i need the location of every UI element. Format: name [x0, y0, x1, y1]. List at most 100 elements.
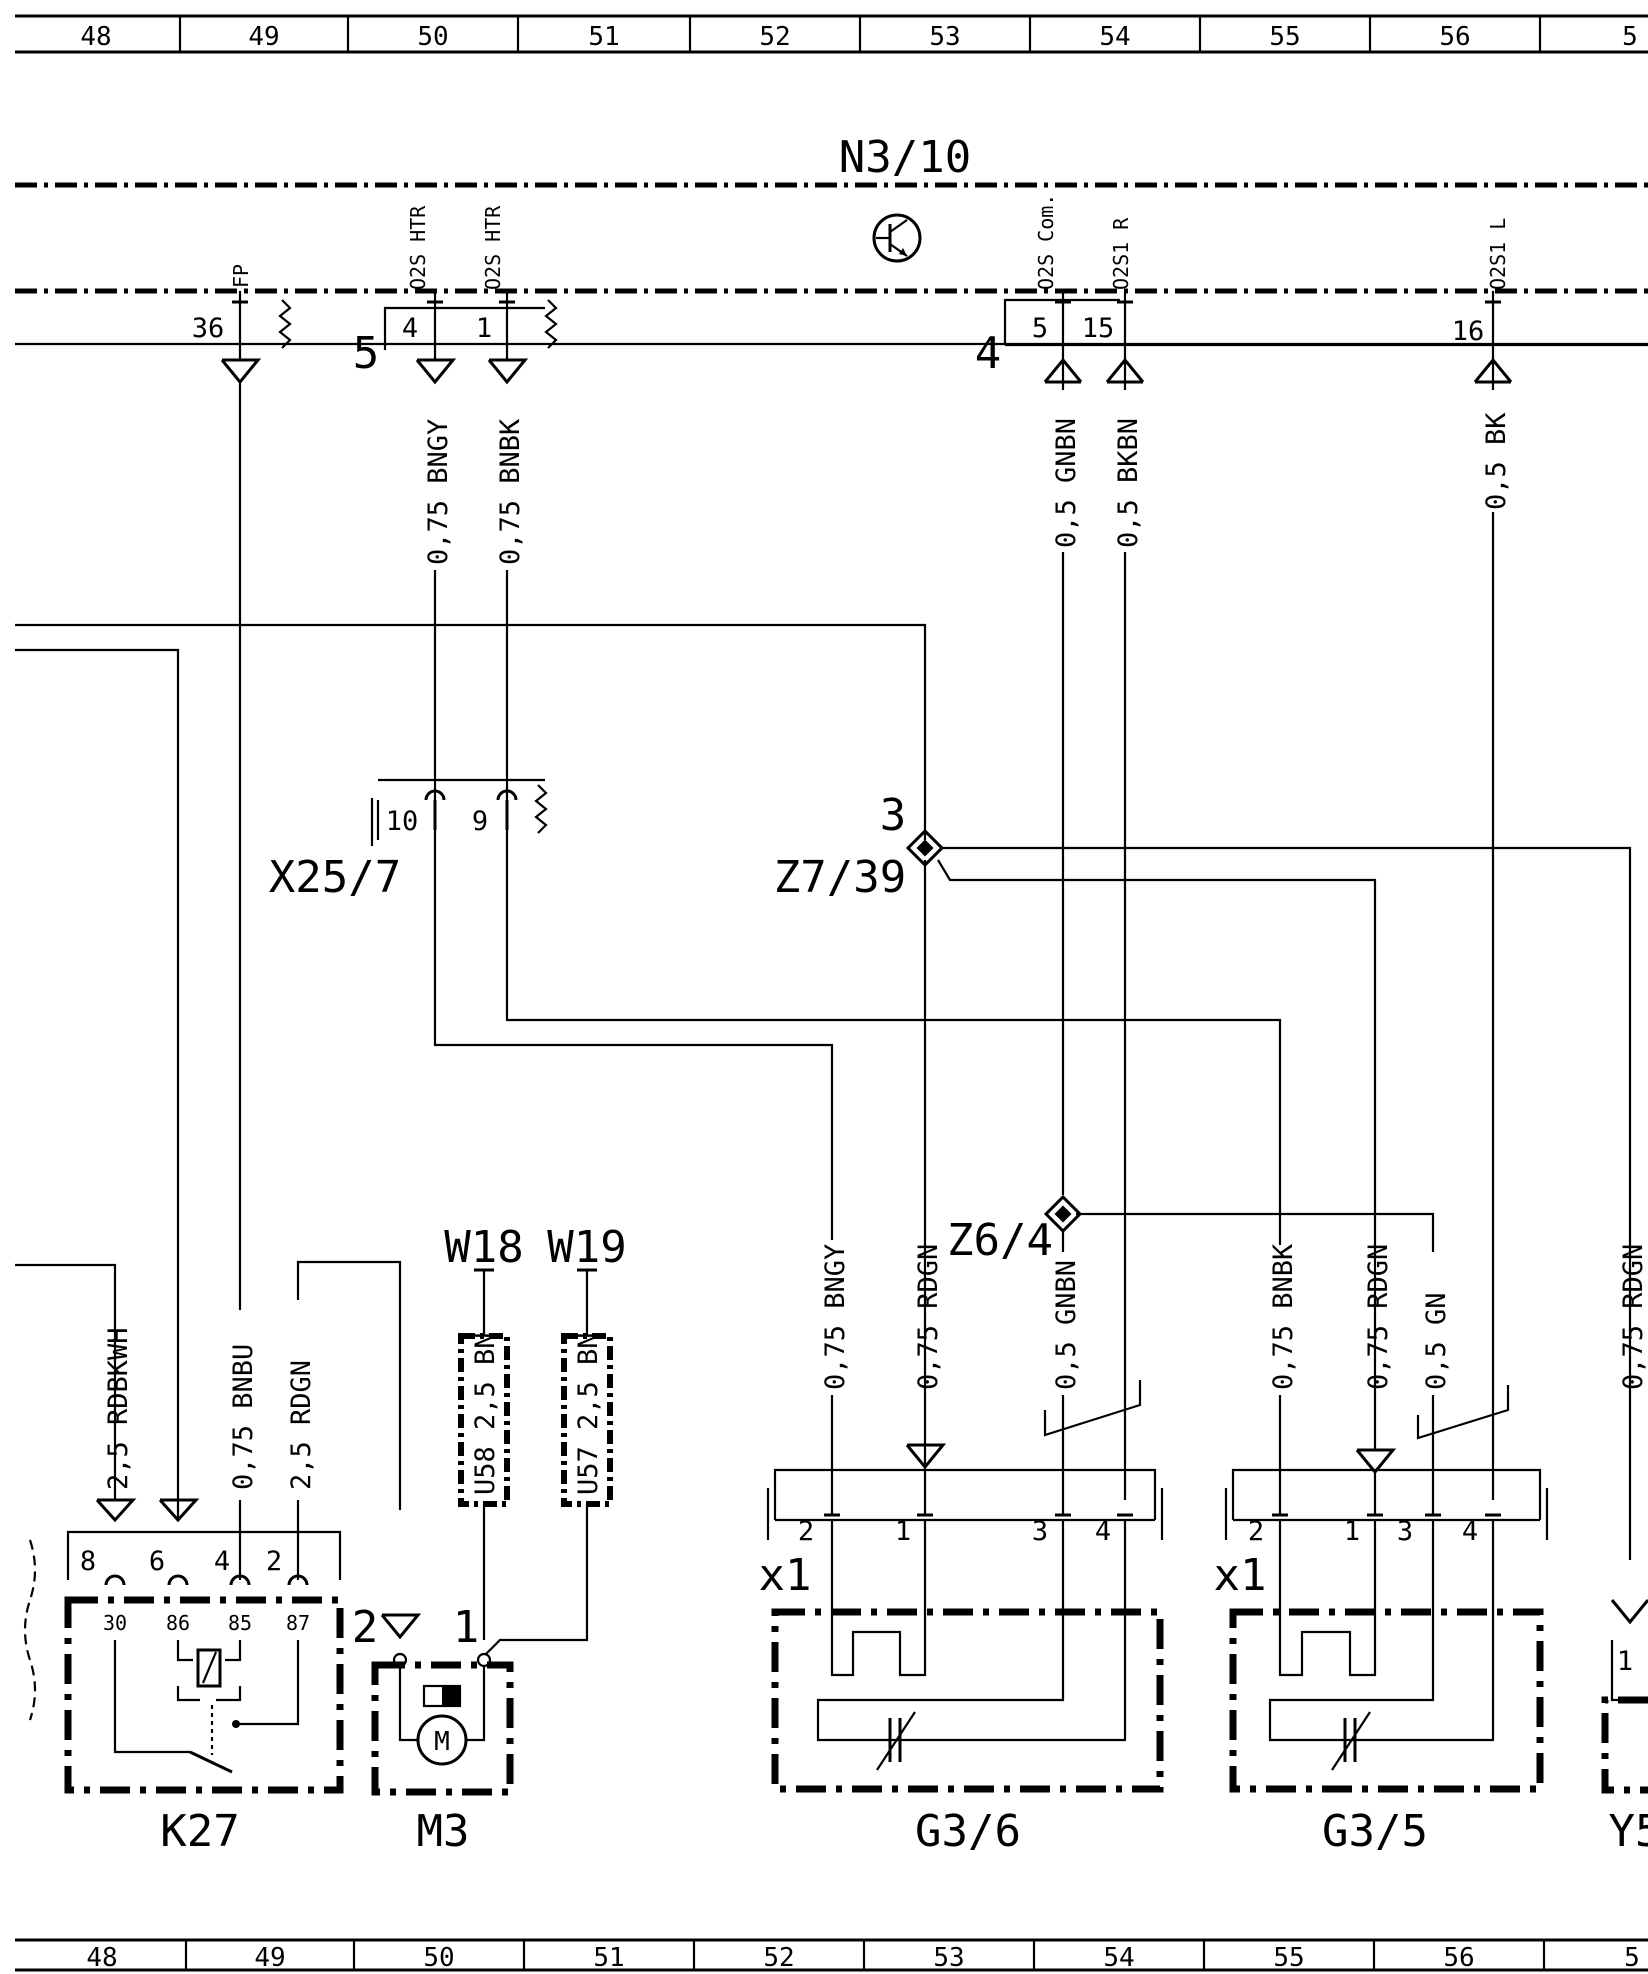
k27-pin-6: 6: [149, 1546, 165, 1577]
k27-pin-4: 4: [214, 1546, 230, 1577]
grid-col-56: 56: [1443, 1943, 1474, 1973]
m3-pin-1: 1: [453, 1602, 480, 1653]
wire-label: 0,5 GN: [1421, 1292, 1452, 1390]
k27-pin-87: 87: [286, 1611, 310, 1635]
pin-4-label: 4: [402, 313, 418, 344]
wire-label: 0,75 BNBK: [495, 418, 526, 565]
transistor-icon: [872, 213, 922, 263]
w18-label: W18: [444, 1222, 523, 1273]
fp-connector-label: FP: [229, 264, 253, 288]
m3-pin-2: 2: [352, 1602, 379, 1653]
z7-39-pin-label: 3: [880, 790, 907, 841]
wire-label: 0,75 RDGN: [1618, 1244, 1648, 1390]
pin-1-label: 1: [476, 313, 492, 344]
grid-col-54: 54: [1103, 1943, 1134, 1973]
grid-col-48: 48: [80, 22, 111, 52]
resistor-symbol: [534, 784, 548, 834]
wire-network: [15, 512, 1632, 1655]
wire-label: 0,5 BK: [1481, 412, 1512, 510]
pin-36-label: 36: [192, 313, 225, 344]
k27-pin-85: 85: [228, 1611, 252, 1635]
pin-9-label: 9: [472, 806, 488, 837]
component-y5-partial: 0,75 RDGN 1 Y5: [1601, 1244, 1648, 1857]
grid-col-48: 48: [86, 1943, 117, 1973]
n3-10-label: N3/10: [839, 132, 971, 183]
bottom-grid-bar: 48 49 50 51 52 53 54 55 56 5: [15, 1938, 1648, 1973]
y5-label: Y5: [1609, 1806, 1648, 1857]
n3-10-pin-arrows: [220, 291, 1513, 1310]
control-unit-n3-10: N3/10 FP O2S HTR O2S HTR O2S Com. O2S1 R…: [15, 132, 1648, 379]
grid-col-55: 55: [1269, 22, 1300, 52]
relay-k27: 2,5 RDBKWH 0,75 BNBU 2,5 RDGN 8 6 4 2 30…: [23, 1300, 344, 1857]
pin-16-connector: [1473, 291, 1513, 390]
m3-label: M3: [417, 1806, 470, 1857]
grid-col-53: 53: [933, 1943, 964, 1973]
wire-label: 0,75 BNBU: [228, 1344, 259, 1490]
o2-sensor-g3-6: 0,75 BNGY 0,75 RDGN 0,5 GNBN 2 1 3 4 x1 …: [759, 1244, 1164, 1857]
g3-6-pin-2: 2: [798, 1516, 814, 1547]
o2s-com-label: O2S Com.: [1034, 194, 1058, 290]
pin-4-connector: [415, 291, 457, 385]
wire-label: 0,75 BNGY: [423, 419, 454, 565]
grid-col-49: 49: [248, 22, 279, 52]
k27-pin-30: 30: [103, 1611, 127, 1635]
grid-col-57: 5: [1622, 22, 1638, 52]
o2-sensor-g3-5: 0,75 BNBK 0,75 RDGN 0,5 GN 2 1 3 4 x1 G3…: [1214, 1243, 1549, 1857]
wire-label: 0,75 BNGY: [820, 1244, 851, 1390]
grid-col-50: 50: [417, 22, 448, 52]
k27-pin-2: 2: [266, 1546, 282, 1577]
grid-col-50: 50: [423, 1943, 454, 1973]
z6-4-label: Z6/4: [947, 1215, 1053, 1266]
connector-x25-7: 10 9 X25/7: [269, 778, 548, 903]
g3-5-pin-2: 2: [1248, 1516, 1264, 1547]
w19-label: W19: [547, 1222, 626, 1273]
wire-label: 0,5 BKBN: [1113, 418, 1144, 548]
x1-connector-label: x1: [1214, 1550, 1267, 1601]
o2s1-r-label: O2S1 R: [1109, 217, 1133, 290]
wire-label: 0,5 GNBN: [1051, 1260, 1082, 1390]
resistor-symbol: [278, 299, 292, 349]
wire-label: 2,5 RDGN: [286, 1360, 317, 1490]
u58-label: U58 2,5 BN: [470, 1332, 501, 1495]
top-grid-bar: 48 49 50 51 52 53 54 55 56 5: [15, 14, 1648, 54]
relay-coil: [196, 1648, 222, 1688]
y5-pin-1: 1: [1617, 1646, 1633, 1677]
wire-label: 0,75 BNBK: [1268, 1243, 1299, 1390]
grid-col-57: 5: [1624, 1943, 1640, 1973]
wire-label: 2,5 RDBKWH: [103, 1327, 134, 1490]
motor-symbol: M: [434, 1727, 450, 1757]
o2s-htr-label: O2S HTR: [406, 205, 430, 290]
k27-pin-8: 8: [80, 1546, 96, 1577]
pin-36-connector: [220, 291, 262, 1310]
u57-label: U57 2,5 BN: [573, 1332, 604, 1495]
connector-group-4-label: 4: [975, 328, 1002, 379]
k27-label: K27: [160, 1806, 239, 1857]
grid-col-54: 54: [1099, 22, 1130, 52]
grid-col-56: 56: [1439, 22, 1470, 52]
sensor-element-icon: [876, 1711, 916, 1771]
grid-col-53: 53: [929, 22, 960, 52]
pin-15-label: 15: [1082, 313, 1115, 344]
grid-col-49: 49: [254, 1943, 285, 1973]
o2s-htr-label: O2S HTR: [481, 205, 505, 290]
k27-pin-86: 86: [166, 1611, 190, 1635]
g3-5-pin-1: 1: [1344, 1516, 1360, 1547]
g3-5-pin-4: 4: [1462, 1516, 1478, 1547]
pin-1-connector: [487, 291, 529, 385]
resistor-symbol: [544, 299, 558, 349]
g3-6-pin-1: 1: [895, 1516, 911, 1547]
x25-7-label: X25/7: [269, 852, 401, 903]
grid-col-55: 55: [1273, 1943, 1304, 1973]
wire-label: 0,75 RDGN: [913, 1244, 944, 1390]
motor-icon: [416, 1714, 468, 1766]
pin-5-label: 5: [1032, 313, 1048, 344]
z7-39-label: Z7/39: [774, 852, 906, 903]
motor-m3: 2 1 M M3: [352, 1602, 514, 1857]
splice-z6-4: Z6/4: [947, 1194, 1083, 1266]
grid-col-51: 51: [593, 1943, 624, 1973]
g3-6-pin-4: 4: [1095, 1516, 1111, 1547]
grid-col-52: 52: [763, 1943, 794, 1973]
wire-label: 0,5 GNBN: [1051, 418, 1082, 548]
splice-z7-39: 3 Z7/39: [774, 790, 945, 903]
